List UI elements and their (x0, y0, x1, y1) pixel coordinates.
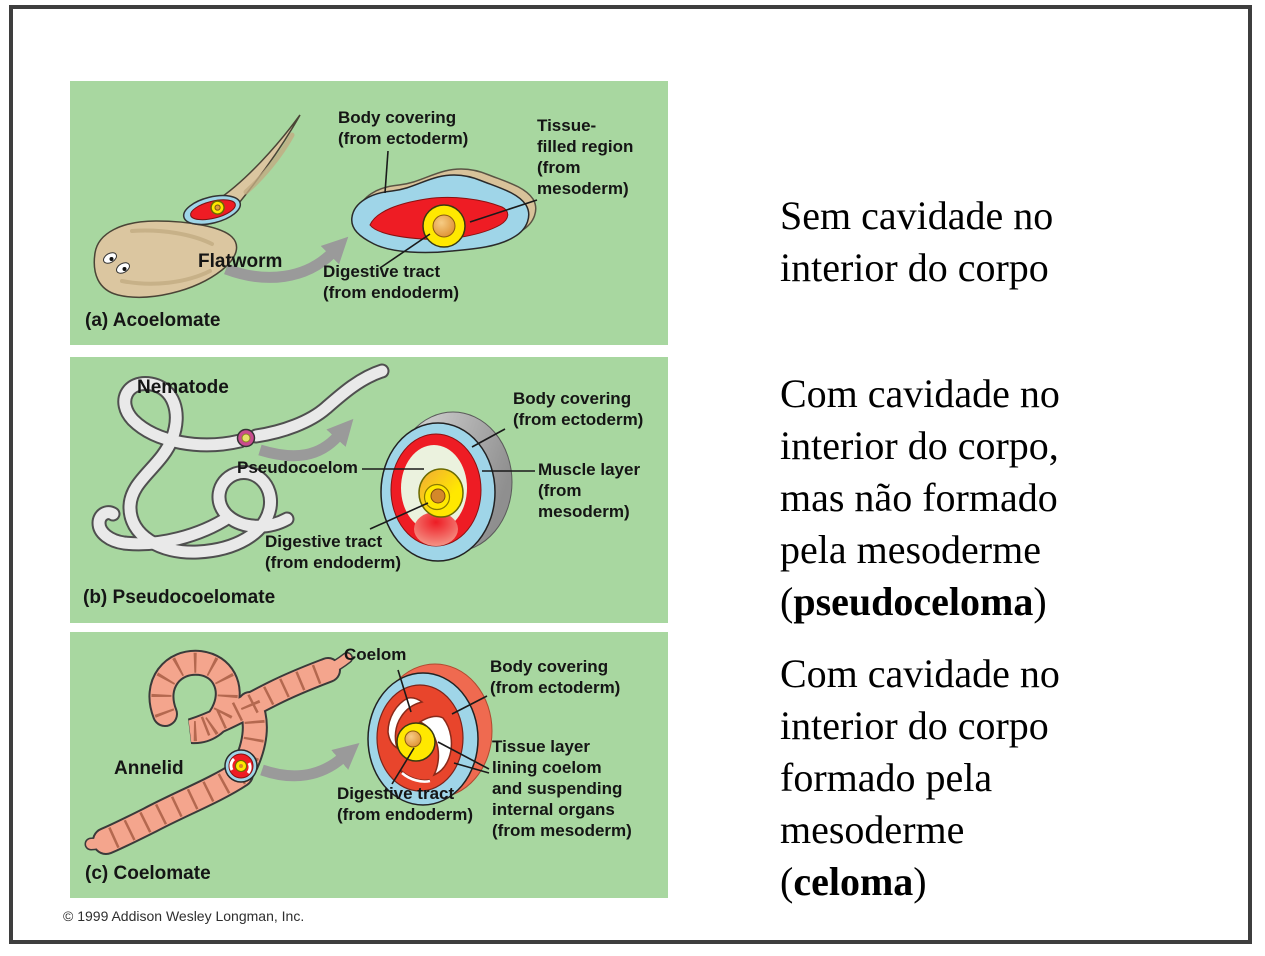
organism-label-annelid: Annelid (114, 758, 184, 779)
copyright-text: © 1999 Addison Wesley Longman, Inc. (63, 908, 305, 924)
panel-pseudocoelomate: Nematode Body covering (from ectoderm) P… (70, 357, 668, 623)
nematode-illustration (91, 363, 390, 560)
label-coelom: Coelom (344, 645, 407, 664)
muscle-shading (414, 512, 458, 546)
note-acoelomate: Sem cavidade no interior do corpo (780, 193, 1054, 290)
zoom-arrow (258, 418, 354, 462)
pseudocoelomate-diagram (91, 363, 535, 562)
annelid-cut-face (224, 749, 258, 783)
term-pseudoceloma: pseudoceloma (793, 579, 1034, 624)
note-highlight-line: (pseudoceloma) (780, 579, 1047, 624)
label-body-covering: Body covering (from ectoderm) (513, 389, 644, 429)
coelom-cavity-lower (418, 715, 453, 777)
coelomate-diagram (84, 649, 493, 855)
acoelomate-cross-section (351, 168, 537, 254)
leader-lines (362, 428, 535, 530)
acoelomate-diagram (93, 114, 538, 298)
panel-acoelomate: Body covering (from ectoderm) Tissue- fi… (70, 81, 668, 345)
note-coelomate: Com cavidade no interior do corpo formad… (780, 648, 1120, 908)
label-tissue-layer: Tissue layer lining coelom and suspendin… (492, 737, 632, 840)
coelom-cavity-upper (387, 697, 424, 750)
panel-caption-acoelomate: (a) Acoelomate (85, 310, 221, 331)
organism-label-nematode: Nematode (137, 377, 229, 398)
label-pseudocoelom: Pseudocoelom (237, 458, 358, 477)
leader-lines (379, 150, 538, 269)
panel-coelomate: Coelom Body covering (from ectoderm) Tis… (70, 632, 668, 898)
note-highlight-line: mesoderme (celoma) (780, 807, 965, 904)
flatworm-eyespots (103, 252, 130, 274)
panel-caption-coelomate: (c) Coelomate (85, 863, 211, 884)
note-pseudocoelomate: Com cavidade no interior do corpo, mas n… (780, 368, 1120, 628)
label-digestive-tract: Digestive tract (from endoderm) (265, 532, 401, 572)
label-body-covering: Body covering (from ectoderm) (338, 108, 469, 148)
nematode-cut-face (236, 428, 256, 448)
flatworm-cut-face (182, 194, 242, 226)
flatworm-illustration (93, 114, 301, 298)
label-digestive-tract: Digestive tract (from endoderm) (323, 262, 459, 302)
leader-lines (391, 669, 490, 785)
pseudocoelomate-cross-section (380, 411, 513, 562)
label-body-covering: Body covering (from ectoderm) (490, 657, 621, 697)
label-digestive-tract: Digestive tract (from endoderm) (337, 784, 473, 824)
label-muscle-layer: Muscle layer (from mesoderm) (538, 460, 641, 521)
coelomate-cross-section (367, 663, 493, 806)
zoom-arrow (224, 236, 349, 283)
zoom-arrow (260, 743, 360, 782)
organism-label-flatworm: Flatworm (198, 251, 283, 272)
label-tissue-filled-region: Tissue- filled region (from mesoderm) (537, 116, 634, 198)
term-celoma: celoma (793, 859, 914, 904)
panel-caption-pseudocoelomate: (b) Pseudocoelomate (83, 587, 276, 608)
annelid-illustration (84, 649, 353, 855)
